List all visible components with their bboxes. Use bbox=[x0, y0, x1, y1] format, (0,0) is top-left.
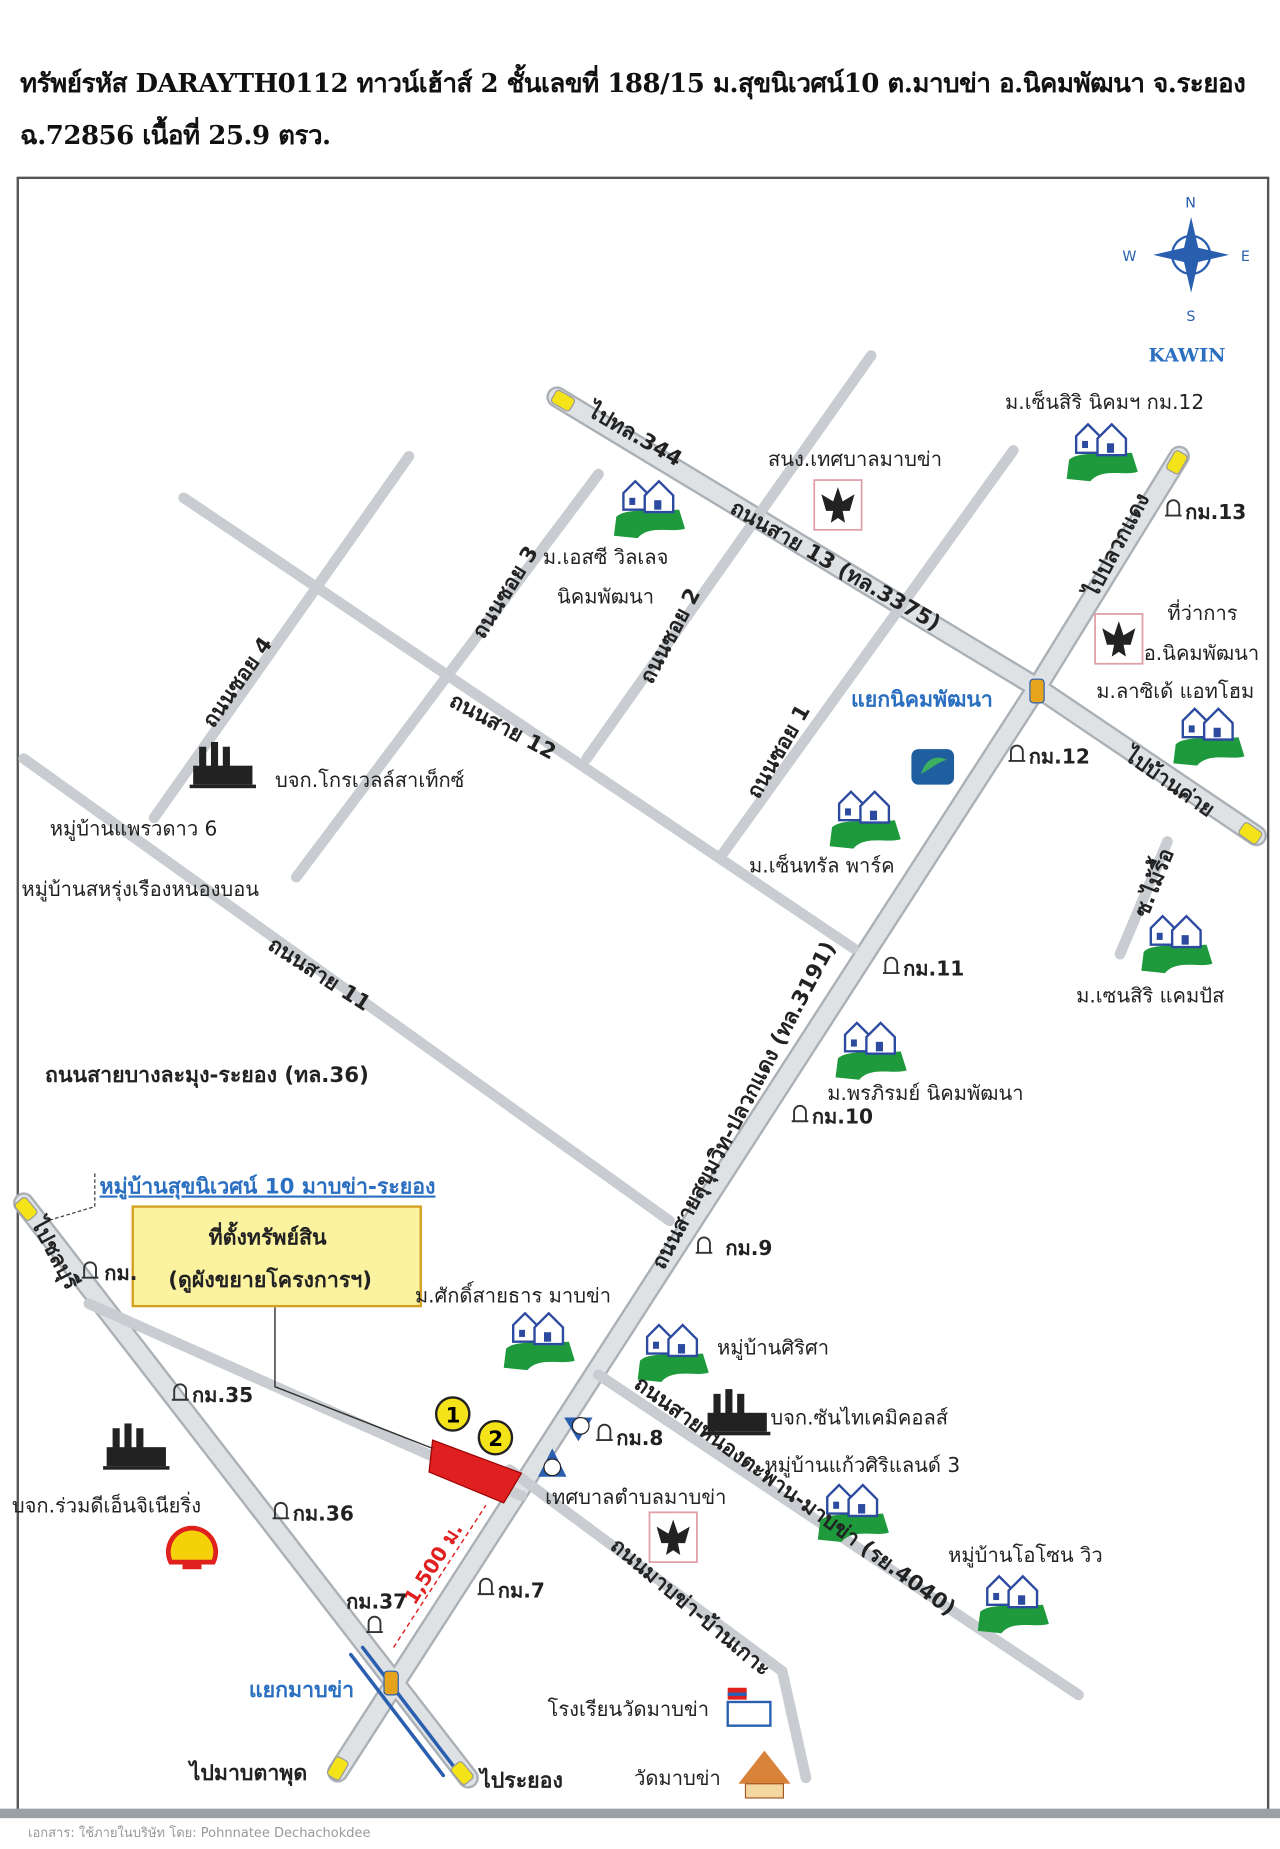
house-icon bbox=[1172, 707, 1246, 767]
road-label: ไปมาบตาพุด bbox=[188, 1760, 308, 1787]
house-icon bbox=[828, 790, 902, 850]
marker-1: 1 bbox=[434, 1396, 471, 1432]
place-label: อ.นิคมพัฒนา bbox=[1144, 641, 1259, 665]
km-post-icon bbox=[790, 1104, 810, 1123]
km-label: กม.11 bbox=[903, 956, 964, 980]
village-pointer-line bbox=[47, 1173, 96, 1222]
factory-icon bbox=[103, 1423, 170, 1470]
place-label: หมู่บ้านแก้วศิริแลนด์ 3 bbox=[764, 1453, 960, 1478]
property-box-line-1: ที่ตั้งทรัพย์สิน bbox=[209, 1221, 327, 1251]
place-label: บจก.ซันไทเคมิคอลส์ bbox=[770, 1406, 948, 1430]
compass-brand: KAWIN bbox=[1148, 345, 1225, 367]
property-box bbox=[131, 1205, 422, 1308]
traffic-light-icon bbox=[383, 1670, 399, 1696]
place-label: บจก.โกรเวลล์สาเท็กซ์ bbox=[275, 767, 464, 792]
route-marker-2 bbox=[564, 1416, 593, 1442]
place-label: หมู่บ้านสหรุ่งเรืองหนองบอน bbox=[21, 877, 259, 902]
marker-1-label: 1 bbox=[446, 1403, 461, 1428]
title-line-1: ทรัพย์รหัส DARAYTH0112 ทาวน์เฮ้าส์ 2 ชั้… bbox=[20, 69, 1246, 99]
compass-s: S bbox=[1186, 309, 1195, 325]
place-label: ม.ลาซิเด้ แอทโฮม bbox=[1096, 679, 1254, 703]
compass-rose: N S E W KAWIN bbox=[1122, 195, 1250, 366]
place-label: สนง.เทศบาลมาบข่า bbox=[768, 447, 942, 471]
property-box-line-2: (ดูผังขยายโครงการฯ) bbox=[168, 1266, 372, 1294]
place-label: ม.เซ็นสิริ นิคมฯ กม.12 bbox=[1005, 389, 1204, 414]
school-icon bbox=[726, 1687, 772, 1727]
road-label: ไปปลวกแดง bbox=[1078, 489, 1155, 603]
road-label: ถนนสายบางละมุง-ระยอง (ทล.36) bbox=[45, 1063, 369, 1089]
route-marker-1 bbox=[538, 1448, 567, 1477]
place-label: นิคมพัฒนา bbox=[557, 584, 654, 608]
km-post-icon bbox=[595, 1423, 614, 1442]
garuda-emblem-icon bbox=[813, 479, 863, 531]
compass-e: E bbox=[1241, 249, 1250, 265]
km-label: กม.35 bbox=[192, 1383, 253, 1407]
house-icon bbox=[834, 1021, 908, 1081]
house-icon bbox=[976, 1575, 1051, 1635]
house-icon bbox=[1140, 915, 1214, 975]
km-post-icon bbox=[365, 1615, 384, 1634]
km-label: กม.8 bbox=[616, 1426, 663, 1450]
road-label: ถนนซอย 1 bbox=[742, 700, 816, 803]
road-label: ไประยอง bbox=[478, 1767, 563, 1793]
place-label: หมู่บ้านศิริศา bbox=[717, 1336, 829, 1361]
traffic-light-icon bbox=[1029, 678, 1045, 704]
village-suknives: หมู่บ้านสุขนิเวศน์ 10 มาบข่า-ระยอง bbox=[100, 1174, 436, 1201]
place-label: ม.ศักดิ์สายธาร มาบข่า bbox=[415, 1281, 611, 1308]
place-label: เทศบาลตำบลมาบข่า bbox=[545, 1485, 726, 1509]
km-label: กม.36 bbox=[293, 1502, 354, 1526]
place-label: บจก.ร่วมดีเอ็นจิเนียริ่ง bbox=[12, 1491, 201, 1517]
house-icon bbox=[1065, 423, 1139, 483]
junction-mabkha: แยกมาบข่า bbox=[249, 1678, 354, 1703]
factory-icon bbox=[189, 741, 256, 789]
road-label: ถนนซอย 4 bbox=[198, 633, 278, 733]
place-label: หมู่บ้านแพรวดาว 6 bbox=[50, 817, 218, 842]
km-label: กม.37 bbox=[346, 1589, 407, 1613]
property-title: ทรัพย์รหัส DARAYTH0112 ทาวน์เฮ้าส์ 2 ชั้… bbox=[20, 58, 1270, 162]
km-post-icon bbox=[271, 1501, 291, 1520]
road-label: ถนนสาย 11 bbox=[263, 932, 374, 1017]
place-label: โรงเรียนวัดมาบข่า bbox=[548, 1697, 709, 1721]
distance-line bbox=[392, 1504, 487, 1648]
property-pointer-line bbox=[274, 1307, 433, 1450]
footer-note: เอกสาร: ใช้ภายในบริษัท โดย: Pohnnatee De… bbox=[28, 1826, 371, 1841]
km-label: กม.10 bbox=[812, 1105, 873, 1129]
marker-2: 2 bbox=[477, 1419, 514, 1456]
title-line-2: ฉ.72856 เนื้อที่ 25.9 ตรว. bbox=[20, 121, 331, 151]
bank-logo-icon bbox=[911, 749, 955, 785]
km-post-icon bbox=[694, 1236, 714, 1254]
junction-nikhom: แยกนิคมพัฒนา bbox=[851, 687, 993, 712]
km-post-icon bbox=[882, 956, 901, 975]
km-label: กม.12 bbox=[1029, 744, 1090, 768]
property-location[interactable] bbox=[428, 1439, 523, 1504]
km-label: กม.7 bbox=[498, 1579, 545, 1603]
km-post-icon bbox=[476, 1577, 496, 1596]
road-label: ถนนซอย 3 bbox=[467, 542, 543, 644]
house-icon bbox=[612, 480, 687, 540]
map-bottom-bar bbox=[0, 1808, 1280, 1819]
place-label: หมู่บ้านโอโซน วิว bbox=[948, 1543, 1103, 1568]
road-label: ไปทล.344 bbox=[582, 397, 687, 473]
place-label: ม.เอสซี วิลเลจ bbox=[543, 545, 669, 569]
compass-w: W bbox=[1122, 249, 1136, 265]
place-label: วัดมาบข่า bbox=[634, 1766, 721, 1790]
garuda-emblem-icon bbox=[648, 1511, 698, 1564]
house-icon bbox=[502, 1312, 577, 1372]
km-label: กม.9 bbox=[725, 1236, 772, 1260]
road-label: ซ.ไม้รื้อ bbox=[1125, 843, 1180, 921]
km-label: กม.13 bbox=[1185, 500, 1246, 524]
temple-icon bbox=[738, 1750, 791, 1799]
road-label: ถนนสาย 12 bbox=[445, 688, 560, 765]
garuda-emblem-icon bbox=[1094, 613, 1144, 665]
place-label: ม.เซ็นทรัล พาร์ค bbox=[749, 852, 895, 877]
km-post-icon bbox=[1007, 744, 1027, 762]
shell-logo-icon bbox=[165, 1525, 219, 1570]
place-label: ม.พรภิรมย์ นิคมพัฒนา bbox=[827, 1081, 1023, 1105]
place-label: ม.เซนสิริ แคมปัส bbox=[1076, 984, 1224, 1008]
km-label: กม. bbox=[104, 1261, 137, 1285]
compass-n: N bbox=[1185, 195, 1196, 211]
place-label: ที่ว่าการ bbox=[1167, 599, 1237, 625]
marker-2-label: 2 bbox=[488, 1427, 503, 1452]
km-post-icon bbox=[1164, 499, 1183, 517]
